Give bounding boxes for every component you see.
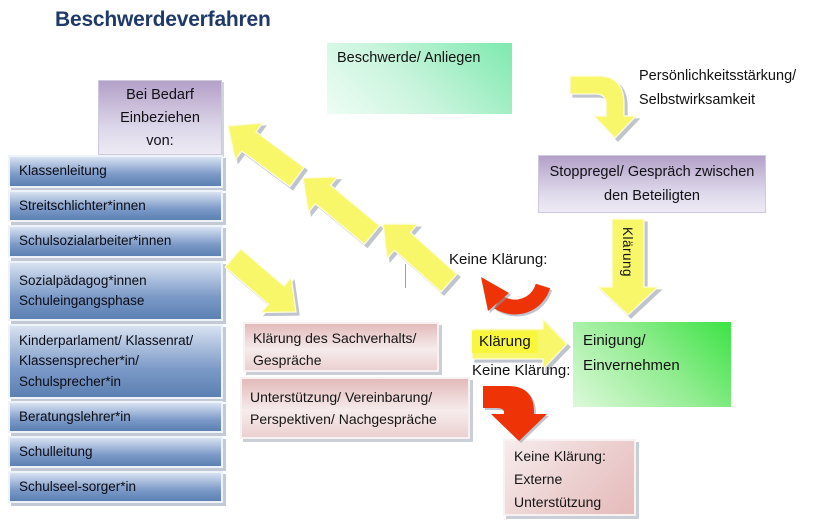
sidebar-item-sozialpaedagog: Sozialpädagog*innen Schuleingangsphase <box>8 261 223 321</box>
arrow-to-bei-bedarf-3-icon <box>382 223 458 293</box>
box-einigung: Einigung/ Einvernehmen <box>573 322 731 407</box>
sidebar-item-schulsozialarbeiter: Schulsozialarbeiter*innen <box>8 225 223 258</box>
box-unterstuetzung-vereinbarung: Unterstützung/ Vereinbarung/ Perspektive… <box>240 377 470 439</box>
label-klaerung-vertical: Klärung <box>620 227 635 278</box>
sidebar-item-schulseelsorger: Schulseel-sorger*in <box>8 471 223 503</box>
box-keine-klaerung-extern: Keine Klärung: Externe Unterstützung <box>503 439 636 516</box>
arrow-to-bei-bedarf-1-icon <box>227 122 306 188</box>
sidebar-item-schulleitung: Schulleitung <box>8 436 223 468</box>
curved-red-arrow-head-icon <box>481 277 509 311</box>
sidebar-item-kinderparlament: Kinderparlament/ Klassenrat/ Klassenspre… <box>8 324 223 399</box>
page-title: Beschwerdeverfahren <box>55 8 271 31</box>
connector-line <box>405 264 406 288</box>
elbow-red-arrow-down-icon <box>483 386 547 441</box>
box-stoppregel: Stoppregel/ Gespräch zwischen den Beteil… <box>538 155 766 213</box>
box-klaerung-sachverhalt: Klärung des Sachverhalts/ Gespräche <box>243 322 439 372</box>
sidebar-item-klassenleitung: Klassenleitung <box>8 155 223 188</box>
sidebar-item-beratungslehrer: Beratungslehrer*in <box>8 401 223 433</box>
box-bei-bedarf: Bei Bedarf Einbeziehen von: <box>98 80 222 155</box>
label-klaerung-highlight: Klärung <box>472 331 538 353</box>
label-keine-klaerung-bottom: Keine Klärung: <box>472 362 571 379</box>
elbow-arrow-down-icon <box>569 75 638 139</box>
box-beschwerde-label: Beschwerde/ Anliegen <box>337 50 481 66</box>
label-persoenlichkeitsstaerkung: Persönlichkeitsstärkung/ Selbstwirksamke… <box>639 68 797 108</box>
arrow-to-sachverhalt-icon <box>224 247 297 314</box>
label-keine-klaerung-top: Keine Klärung: <box>449 251 548 268</box>
box-beschwerde-anliegen: Beschwerde/ Anliegen <box>327 43 512 114</box>
curved-red-arrow-body <box>494 283 551 315</box>
sidebar-item-streitschlichter: Streitschlichter*innen <box>8 190 223 222</box>
arrow-to-bei-bedarf-2-icon <box>302 176 381 246</box>
